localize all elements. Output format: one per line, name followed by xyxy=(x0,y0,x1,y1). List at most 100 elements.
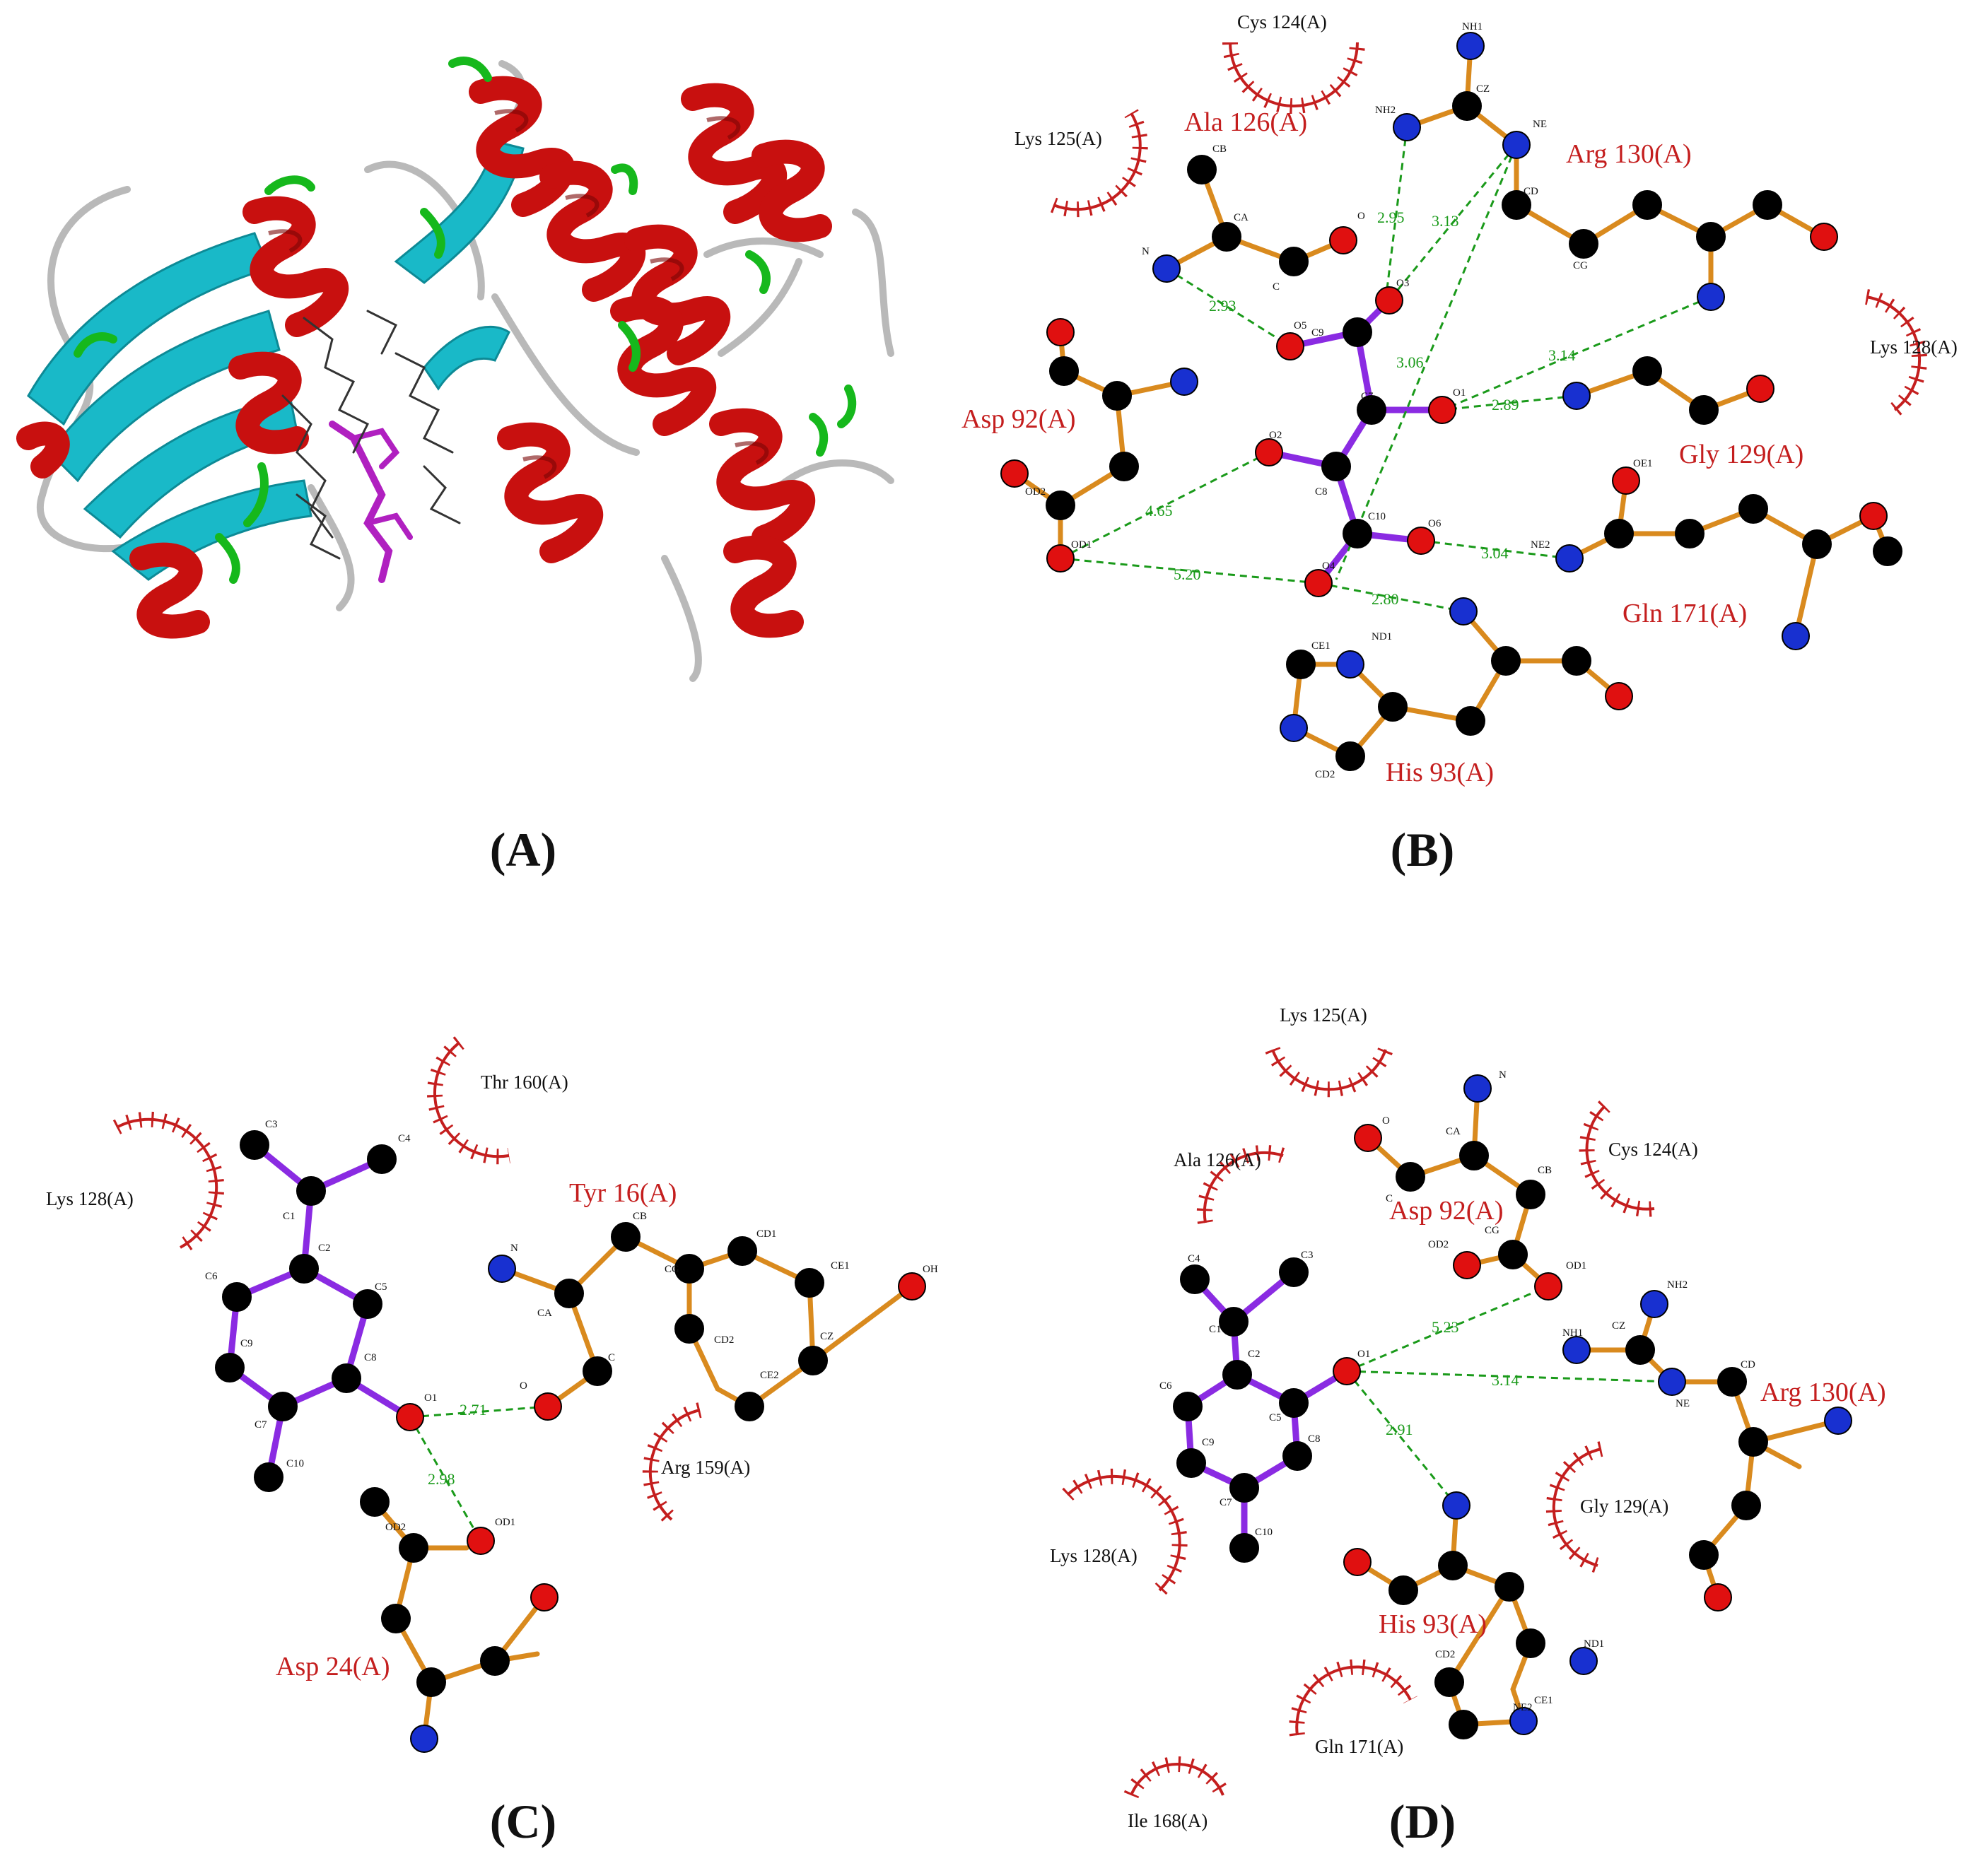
residue-arg130: Arg 130(A) xyxy=(1760,1378,1886,1407)
residue-gly129: Gly 129(A) xyxy=(1580,1496,1668,1517)
atom-label: CD xyxy=(1524,186,1538,197)
atom-label: O3 xyxy=(1396,278,1409,289)
distance-label: 3.13 xyxy=(1432,212,1459,230)
atom-label: C9 xyxy=(1311,327,1324,339)
residue-lys125: Lys 125(A) xyxy=(1015,128,1102,149)
panel-c-interaction-diagram: Thr 160(A) Lys 128(A) Tyr 16(A) Arg 159(… xyxy=(46,1036,938,1753)
distance-label: 5.20 xyxy=(1174,565,1201,583)
atom-label: NH1 xyxy=(1462,21,1483,33)
residue-cys124: Cys 124(A) xyxy=(1237,11,1327,33)
atoms xyxy=(1173,1074,1852,1739)
distance-label: 3.14 xyxy=(1548,346,1576,364)
atom-label: CA xyxy=(1234,212,1249,223)
atoms xyxy=(1000,32,1902,771)
ligand-bonds xyxy=(1184,1269,1350,1551)
atom-label: CB xyxy=(1212,143,1227,155)
residue-gly129: Gly 129(A) xyxy=(1679,440,1803,469)
distance-label: 3.06 xyxy=(1396,353,1424,371)
atom-label: CD2 xyxy=(1435,1649,1455,1660)
residue-ile168: Ile 168(A) xyxy=(1128,1810,1208,1831)
panel-a-protein-ribbon xyxy=(16,57,894,682)
hydrophobic-arcs xyxy=(112,1036,702,1526)
panel-label-b: (B) xyxy=(1391,823,1455,876)
panel-b-interaction-diagram: Cys 124(A) Lys 125(A) Ala 126(A) Arg 130… xyxy=(961,11,1958,787)
atom-label: N xyxy=(1142,246,1150,257)
atom-label: O5 xyxy=(1294,320,1306,331)
atom-label: C5 xyxy=(375,1281,387,1293)
distance-label: 2.95 xyxy=(1377,209,1405,226)
ribbon-helices xyxy=(16,76,832,639)
panel-label-c: (C) xyxy=(490,1795,556,1848)
atom-label: C xyxy=(1273,281,1280,293)
distance-label: 2.71 xyxy=(460,1401,487,1419)
atom-label: OD1 xyxy=(1071,539,1092,551)
atom-label: O xyxy=(1357,211,1365,222)
residue-arg130: Arg 130(A) xyxy=(1566,139,1692,169)
atom-label: OD1 xyxy=(495,1517,515,1528)
atom-label: C7 xyxy=(1220,1497,1232,1508)
atom-label: C4 xyxy=(398,1133,411,1144)
ribbon-helix-shading xyxy=(268,109,769,479)
atom-label: CE1 xyxy=(1311,640,1331,652)
atom-label: CA xyxy=(1446,1126,1461,1137)
atom-label: NH2 xyxy=(1375,105,1396,116)
atom-label: C9 xyxy=(240,1338,253,1349)
atom-label: C10 xyxy=(286,1458,304,1469)
distance-label: 2.89 xyxy=(1492,396,1519,413)
panel-d-labels: Lys 125(A) Ala 126(A) Cys 124(A) Asp 92(… xyxy=(1050,1004,1886,1831)
atom-label: O2 xyxy=(1269,430,1282,441)
atom-label: C10 xyxy=(1368,511,1386,522)
atom-label: O4 xyxy=(1322,560,1335,572)
atom-label: CE1 xyxy=(831,1260,850,1272)
atom-label: NE xyxy=(1676,1398,1690,1409)
atom-label: CZ xyxy=(1612,1320,1625,1332)
panel-label-d: (D) xyxy=(1389,1795,1456,1848)
atom-label: NE2 xyxy=(1531,539,1550,551)
atom-label: C3 xyxy=(265,1119,278,1130)
atom-label: C1 xyxy=(283,1211,296,1222)
residue-his93: His 93(A) xyxy=(1379,1609,1487,1639)
atom-label: C8 xyxy=(1308,1433,1321,1445)
atom-label: C4 xyxy=(1188,1253,1200,1264)
distance-label: 5.23 xyxy=(1432,1318,1459,1336)
residue-lys125: Lys 125(A) xyxy=(1280,1004,1367,1026)
atom-label: CE2 xyxy=(760,1370,779,1381)
atom-label: C2 xyxy=(318,1243,331,1254)
atom-label: O xyxy=(1382,1115,1390,1127)
residue-asp92: Asp 92(A) xyxy=(961,404,1075,434)
ligand-sticks xyxy=(281,310,461,583)
distance-label: 3.04 xyxy=(1481,544,1509,562)
atom-label: CD2 xyxy=(1315,769,1335,780)
distance-label: 2.80 xyxy=(1372,590,1399,608)
atom-label: CZ xyxy=(1476,83,1490,95)
atom-label: C5 xyxy=(1269,1412,1282,1423)
distance-label: 2.98 xyxy=(428,1470,455,1488)
atom-label: OD2 xyxy=(385,1522,406,1533)
residue-lys128: Lys 128(A) xyxy=(1050,1545,1138,1566)
atom-label: OH xyxy=(923,1264,938,1275)
residue-gln171: Gln 171(A) xyxy=(1315,1736,1403,1757)
ribbon-turns xyxy=(74,57,857,584)
atom-label: CG xyxy=(665,1264,679,1275)
atom-label: C6 xyxy=(205,1271,218,1282)
atom-label: CA xyxy=(537,1308,552,1319)
atom-label: C8 xyxy=(364,1352,377,1363)
atom-label: CD xyxy=(1741,1359,1755,1370)
hydrogen-bonds xyxy=(409,1405,549,1542)
panel-b-labels: Cys 124(A) Lys 125(A) Ala 126(A) Arg 130… xyxy=(961,11,1958,787)
atom-label: C6 xyxy=(1159,1380,1172,1392)
residue-lys128: Lys 128(A) xyxy=(46,1188,134,1209)
atoms xyxy=(215,1130,926,1753)
atom-label: CB xyxy=(633,1211,647,1222)
atom-label: C xyxy=(1386,1193,1393,1204)
residue-bonds xyxy=(368,1233,915,1742)
atom-label: O6 xyxy=(1428,518,1442,529)
atom-label: NH1 xyxy=(1562,1327,1583,1339)
panel-d-interaction-diagram: Lys 125(A) Ala 126(A) Cys 124(A) Asp 92(… xyxy=(1050,1004,1886,1831)
distance-label: 3.14 xyxy=(1492,1371,1519,1389)
atom-label: ND1 xyxy=(1584,1638,1604,1650)
atom-label: CD2 xyxy=(714,1334,734,1346)
residue-cys124: Cys 124(A) xyxy=(1608,1139,1698,1160)
atom-label: CD1 xyxy=(756,1228,776,1240)
